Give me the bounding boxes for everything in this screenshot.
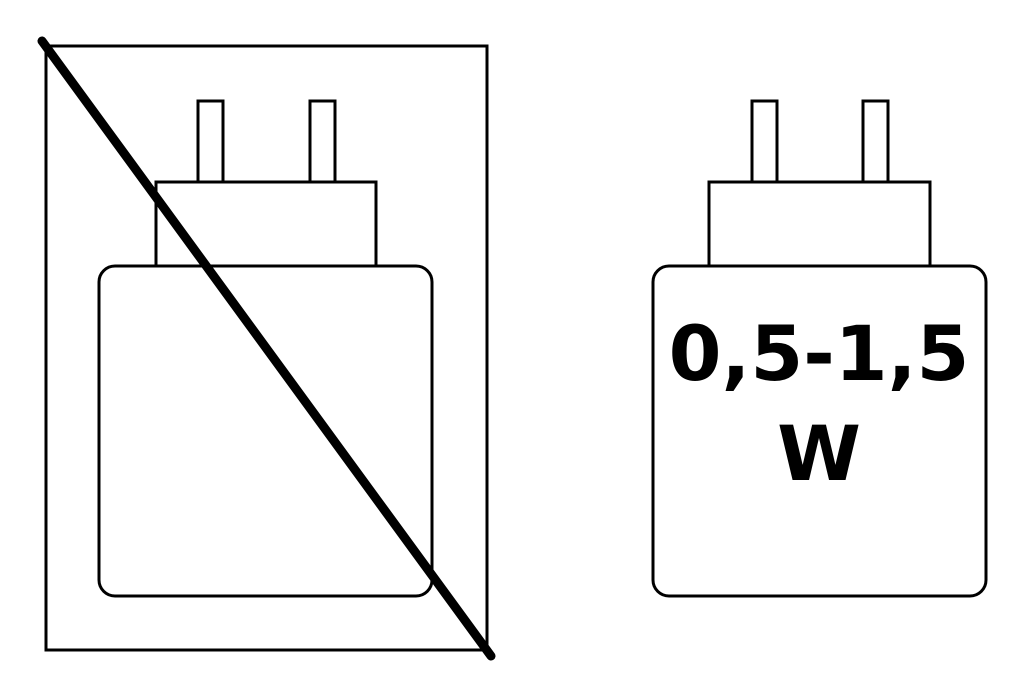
strike-line bbox=[37, 36, 496, 661]
plug-neck bbox=[707, 180, 932, 268]
power-range-text: 0,5-1,5 bbox=[669, 309, 970, 398]
charger-body bbox=[97, 264, 434, 598]
charger-body bbox=[651, 264, 988, 598]
prong-left bbox=[196, 99, 225, 184]
power-unit-text: W bbox=[777, 409, 861, 498]
plug-icon-left bbox=[97, 99, 434, 598]
left-panel bbox=[37, 36, 496, 661]
prong-right bbox=[308, 99, 337, 184]
prong-left bbox=[750, 99, 779, 184]
plug-icon-right bbox=[651, 99, 988, 598]
frame-box bbox=[44, 44, 489, 652]
plug-neck bbox=[154, 180, 378, 268]
right-panel: 0,5-1,5 W bbox=[651, 99, 988, 598]
prong-right bbox=[861, 99, 890, 184]
